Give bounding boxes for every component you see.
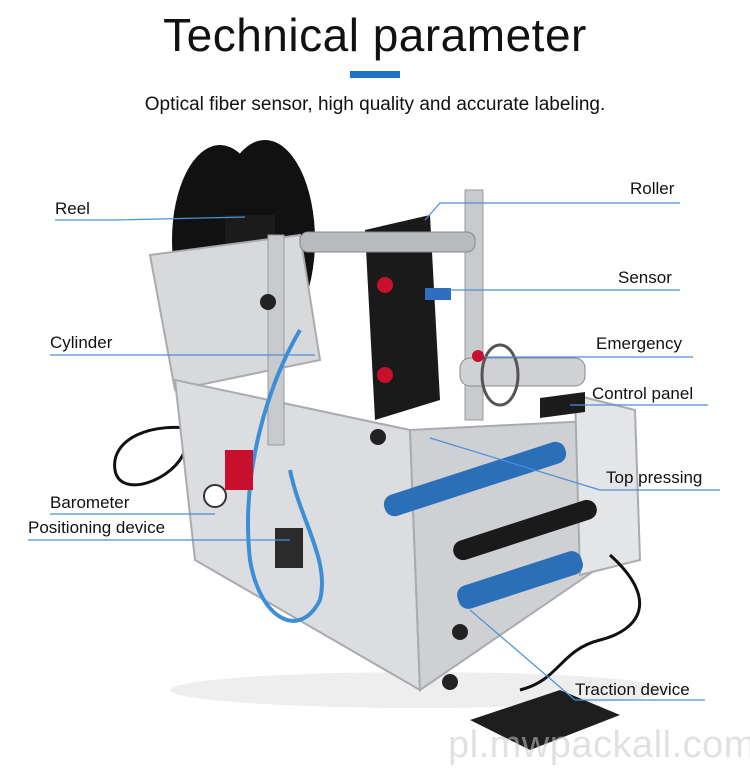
leader-lines: [28, 202, 720, 701]
label-positioning-device: Positioning device: [28, 518, 166, 537]
air-tube: [246, 328, 324, 623]
label-barometer: Barometer: [50, 493, 130, 512]
emergency-button: [472, 350, 484, 362]
label-logo-1: [377, 277, 393, 293]
page-title: Technical parameter: [163, 9, 587, 61]
fiber-sensor: [425, 288, 451, 300]
label-reel: Reel: [55, 199, 90, 218]
label-cylinder: Cylinder: [50, 333, 113, 352]
barometer-regulator: [225, 450, 253, 490]
barometer-gauge: [203, 484, 227, 508]
guide-roller: [459, 357, 586, 387]
knob-3: [442, 674, 458, 690]
label-traction-device: Traction device: [575, 680, 690, 699]
left-plate: [148, 233, 322, 392]
control-panel-screen: [540, 392, 585, 418]
label-roller: Roller: [630, 179, 675, 198]
top-roller: [299, 231, 476, 253]
label-sensor: Sensor: [618, 268, 672, 287]
label-emergency: Emergency: [596, 334, 682, 353]
leader-top-pressing: [429, 437, 720, 491]
knob-1: [370, 429, 386, 445]
knob-2: [452, 624, 468, 640]
top-pressing-roller: [383, 441, 567, 517]
leader-roller: [424, 202, 680, 221]
post-left: [267, 234, 285, 446]
label-logo-2: [377, 367, 393, 383]
foot-pedal: [470, 690, 620, 750]
traction-roller: [457, 551, 583, 609]
label-control-panel: Control panel: [592, 384, 694, 403]
label-top-pressing: Top pressing: [606, 468, 703, 487]
pedal-cord: [519, 553, 641, 692]
watermark: pl.mwpackall.com: [448, 724, 750, 766]
leader-traction-device: [469, 609, 705, 701]
roller-disc: [480, 343, 520, 407]
title-underline: [350, 71, 400, 78]
knob-4: [260, 294, 276, 310]
page-subtitle: Optical fiber sensor, high quality and a…: [144, 94, 606, 115]
leader-reel: [55, 216, 246, 221]
positioning-block: [275, 528, 303, 568]
power-cord: [113, 425, 201, 487]
black-roller: [453, 499, 597, 561]
